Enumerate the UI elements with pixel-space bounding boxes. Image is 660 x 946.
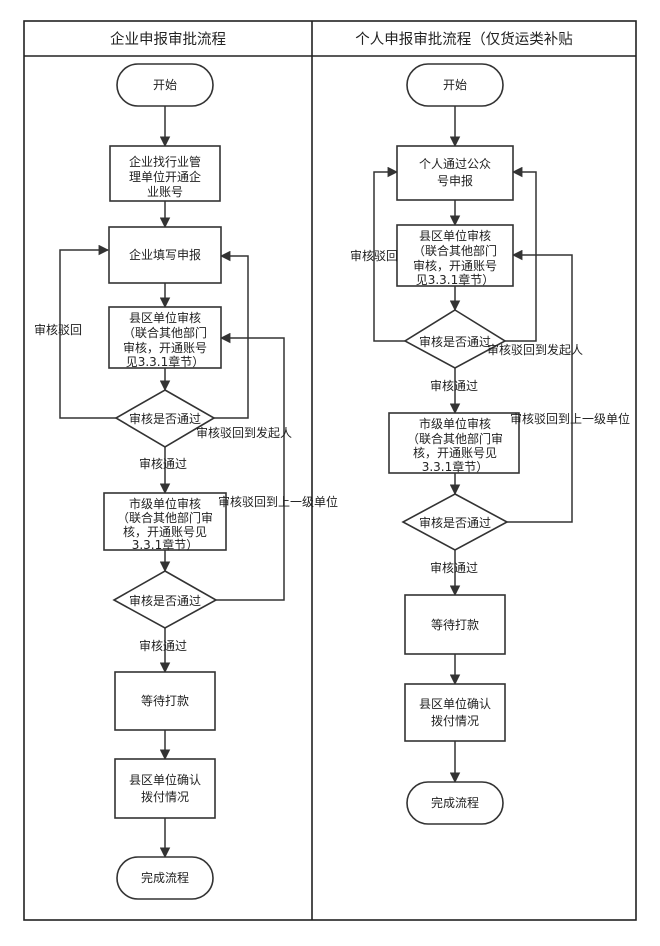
right-decision1-shape [403, 309, 507, 369]
right-step3-line2: （联合其他部门审 [407, 431, 503, 446]
right-step2-line3: 审核，开通账号 [413, 258, 497, 273]
right-decision1: 审核是否通过 [403, 309, 507, 369]
left-step4-line4: 3.3.1章节） [132, 537, 199, 552]
right-loop-reject-upper [507, 249, 573, 523]
right-step3-line3: 核，开通账号见 [413, 446, 497, 460]
left-connectors [59, 106, 285, 859]
right-step4-box: 等待打款 [404, 594, 506, 655]
left-step5-text: 等待打款 [141, 694, 189, 708]
left-edge-labels: 审核驳回 审核通过 审核驳回到发起人 审核驳回到上一级单位 审核通过 [34, 322, 338, 653]
right-step1-line2: 号申报 [437, 173, 473, 188]
left-step6-line1: 县区单位确认 [129, 772, 201, 787]
left-start-terminal: 开始 [116, 63, 214, 107]
left-step4-line3: 核，开通账号见 [123, 525, 207, 539]
swimlane-frame [23, 20, 637, 921]
left-step6-box: 县区单位确认 拨付情况 [114, 758, 216, 819]
right-decision2: 审核是否通过 [401, 493, 509, 551]
right-step1-line1: 个人通过公众 [419, 157, 491, 171]
left-step1-line1: 企业找行业管 [129, 154, 201, 169]
right-step3-box: 市级单位审核 （联合其他部门审 核，开通账号见 3.3.1章节） [388, 412, 520, 474]
left-step2-text: 企业填写申报 [129, 247, 201, 262]
left-step3-line2: （联合其他部门 [123, 325, 207, 340]
left-decision1-text: 审核是否通过 [129, 411, 201, 426]
left-step4-line1: 市级单位审核 [129, 496, 201, 511]
left-decision1: 审核是否通过 [114, 389, 216, 448]
left-label-reject-initiator: 审核驳回到发起人 [196, 425, 292, 440]
right-step2-line1: 县区单位审核 [419, 228, 491, 243]
lane-title-enterprise: 企业申报审批流程 [110, 30, 226, 48]
left-loop-reject [59, 244, 116, 419]
right-label-pass1: 审核通过 [430, 378, 478, 393]
left-step1-shape [109, 145, 221, 202]
left-label-reject: 审核驳回 [34, 322, 82, 337]
left-step6-shape [114, 758, 216, 819]
left-step2-box: 企业填写申报 [108, 226, 222, 284]
right-step2-box: 县区单位审核 （联合其他部门 审核，开通账号 见3.3.1章节） [396, 224, 514, 287]
left-step1-line2: 理单位开通企 [129, 169, 201, 184]
right-connectors [373, 106, 573, 784]
right-step1-box: 个人通过公众 号申报 [396, 145, 514, 201]
left-step5-box: 等待打款 [114, 671, 216, 731]
left-step3-line3: 审核，开通账号 [123, 340, 207, 355]
left-decision1-shape [114, 389, 216, 448]
left-start-shape [116, 63, 214, 107]
left-label-pass2: 审核通过 [139, 638, 187, 653]
right-decision1-text: 审核是否通过 [419, 334, 491, 349]
right-step2-line2: （联合其他部门 [413, 243, 497, 258]
right-step5-line2: 拨付情况 [431, 714, 479, 728]
right-label-pass2: 审核通过 [430, 560, 478, 575]
left-label-pass1: 审核通过 [139, 456, 187, 471]
left-step4-line2: （联合其他部门审 [117, 510, 213, 525]
right-step4-shape [404, 594, 506, 655]
left-step1-line3: 业账号 [147, 185, 183, 199]
right-step5-box: 县区单位确认 拨付情况 [404, 683, 506, 742]
left-step3-line1: 县区单位审核 [129, 310, 201, 325]
left-step5-shape [114, 671, 216, 731]
left-end-text: 完成流程 [141, 870, 189, 885]
right-edge-labels: 审核驳回 审核通过 审核驳回到发起人 审核驳回到上一级单位 审核通过 [350, 248, 630, 575]
right-start-terminal: 开始 [406, 63, 504, 107]
right-end-text: 完成流程 [431, 795, 479, 810]
right-start-shape [406, 63, 504, 107]
right-label-reject: 审核驳回 [350, 248, 398, 263]
right-step5-shape [404, 683, 506, 742]
right-step2-shape [396, 224, 514, 287]
left-step3-box: 县区单位审核 （联合其他部门 审核，开通账号 见3.3.1章节） [108, 306, 222, 369]
left-decision2: 审核是否通过 [112, 570, 218, 629]
right-step3-line4: 3.3.1章节） [422, 459, 489, 474]
left-step4-box: 市级单位审核 （联合其他部门审 核，开通账号见 3.3.1章节） [103, 492, 227, 552]
right-end-terminal: 完成流程 [406, 781, 504, 825]
left-decision2-shape [112, 570, 218, 629]
left-decision2-text: 审核是否通过 [129, 593, 201, 608]
left-end-shape [116, 856, 214, 900]
right-step3-line1: 市级单位审核 [419, 416, 491, 431]
left-loop-reject-upper [216, 332, 285, 601]
right-decision2-shape [401, 493, 509, 551]
right-loop-reject-initiator [505, 166, 537, 342]
right-label-reject-initiator: 审核驳回到发起人 [487, 342, 583, 357]
right-start-text: 开始 [443, 78, 467, 92]
left-step2-shape [108, 226, 222, 284]
right-step4-text: 等待打款 [431, 618, 479, 632]
left-step1-box: 企业找行业管 理单位开通企 业账号 [109, 145, 221, 202]
left-step6-line2: 拨付情况 [141, 790, 189, 804]
left-start-text: 开始 [153, 78, 177, 92]
right-step1-shape [396, 145, 514, 201]
lane-title-individual: 个人申报审批流程（仅货运类补贴 [355, 31, 573, 48]
right-step5-line1: 县区单位确认 [419, 696, 491, 711]
right-loop-reject [373, 166, 405, 342]
left-step4-shape [103, 492, 227, 551]
right-step2-line4: 见3.3.1章节） [416, 272, 495, 287]
left-loop-reject-initiator [214, 250, 249, 419]
right-step3-shape [388, 412, 520, 474]
left-step3-line4: 见3.3.1章节） [126, 354, 205, 369]
right-decision2-text: 审核是否通过 [419, 515, 491, 530]
left-end-terminal: 完成流程 [116, 856, 214, 900]
right-label-reject-upper: 审核驳回到上一级单位 [510, 411, 630, 426]
left-label-reject-upper: 审核驳回到上一级单位 [218, 494, 338, 509]
right-end-shape [406, 781, 504, 825]
left-step3-shape [108, 306, 222, 369]
